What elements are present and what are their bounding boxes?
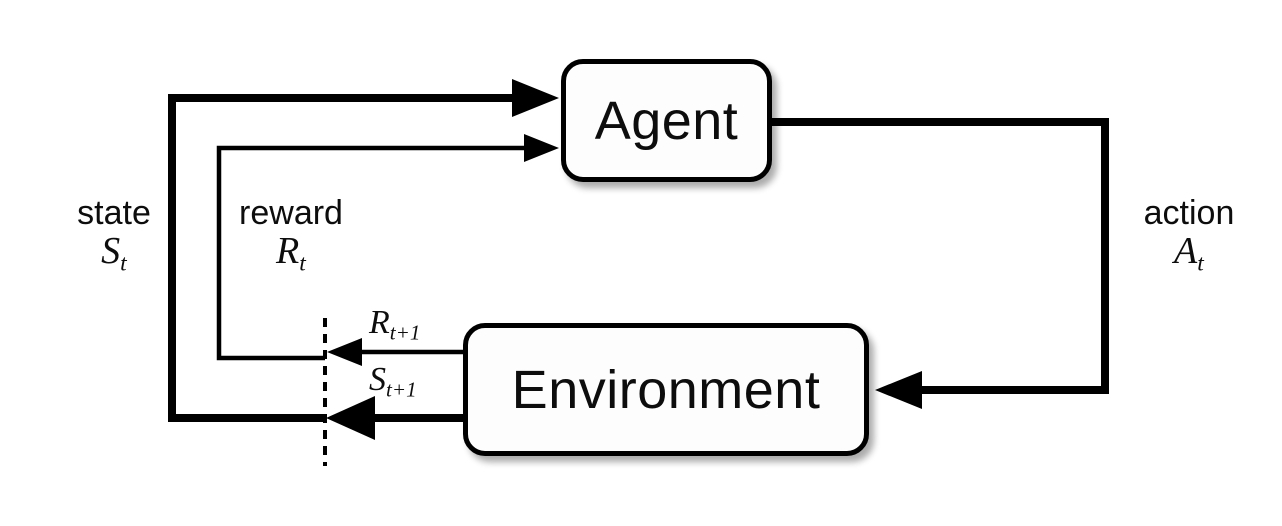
- label-action: action At: [1128, 194, 1250, 277]
- edge-state-to-agent: [168, 79, 559, 422]
- label-action-word: action: [1143, 194, 1235, 232]
- node-environment-label: Environment: [511, 359, 821, 420]
- label-reward: reward Rt: [228, 194, 354, 277]
- label-state-next-symbol: St+1: [369, 361, 417, 402]
- edge-action-to-environment: [772, 118, 1109, 409]
- label-reward-word: reward: [239, 194, 343, 232]
- node-agent-label: Agent: [594, 90, 739, 151]
- label-state-word: state: [77, 194, 151, 232]
- edge-reward-to-agent: [216, 134, 559, 361]
- label-reward-next: Rt+1: [369, 304, 421, 345]
- edge-state-next: [326, 396, 464, 440]
- node-agent[interactable]: Agent: [561, 59, 772, 182]
- label-state-symbol: St: [101, 229, 127, 277]
- edge-reward-next: [327, 338, 464, 366]
- label-reward-symbol: Rt: [275, 229, 307, 277]
- label-reward-next-symbol: Rt+1: [369, 304, 421, 345]
- label-state: state St: [62, 194, 166, 277]
- label-state-next: St+1: [369, 361, 417, 402]
- node-environment[interactable]: Environment: [463, 323, 869, 456]
- label-action-symbol: At: [1173, 229, 1205, 277]
